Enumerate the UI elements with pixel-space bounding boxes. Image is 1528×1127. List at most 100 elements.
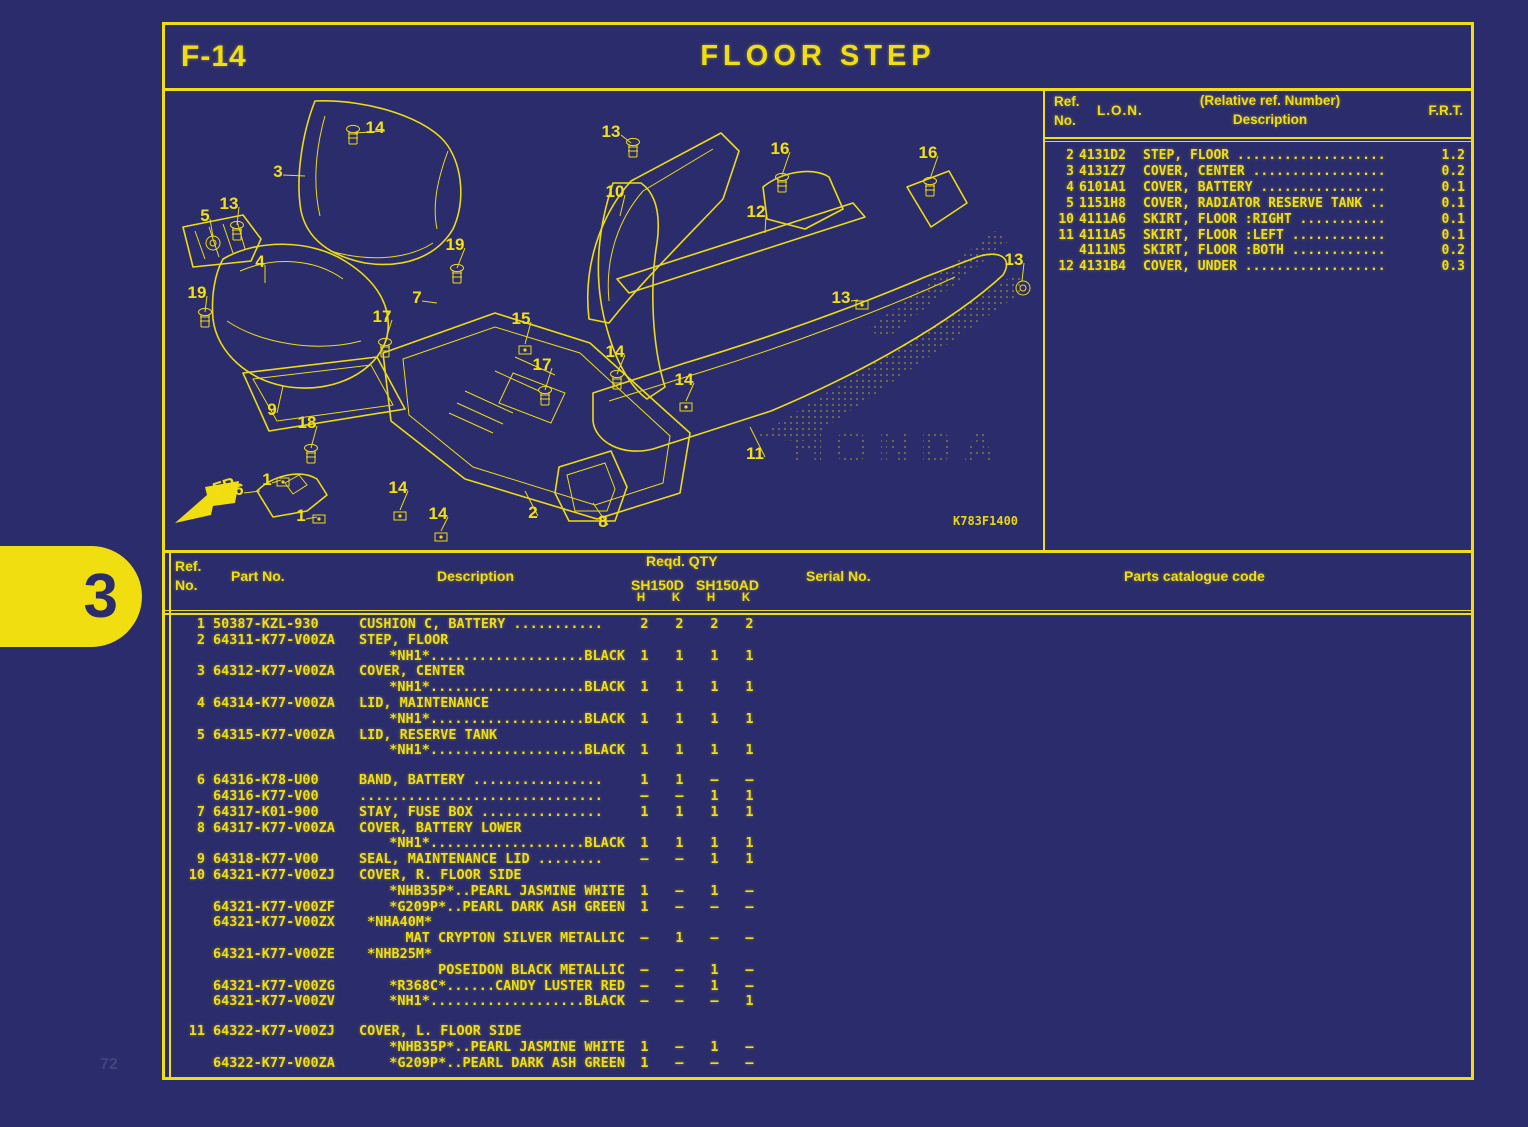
parts-col-model-sh150ad: SH150AD bbox=[696, 577, 760, 593]
parts-col-serial: Serial No. bbox=[806, 568, 871, 584]
callout-label: 13 bbox=[220, 194, 239, 213]
part-skirt-right bbox=[586, 132, 740, 324]
table-row: 64321-K77-V00ZF*G209P*..PEARL DARK ASH G… bbox=[213, 898, 754, 915]
callout-label: 10 bbox=[606, 182, 625, 201]
part-bracket-right bbox=[906, 170, 968, 228]
clip-icon bbox=[312, 514, 326, 524]
callout-label: 19 bbox=[446, 235, 465, 254]
part-trim-ring bbox=[242, 356, 406, 432]
part-stay-bracket bbox=[256, 473, 328, 518]
callout-label: 16 bbox=[919, 143, 938, 162]
diagram-svg: HONDA bbox=[175, 100, 1031, 542]
parts-col-hk: K bbox=[671, 592, 681, 604]
callout-label: 2 bbox=[528, 503, 537, 522]
part-cover-front bbox=[298, 100, 462, 266]
parts-col-model-sh150d: SH150D bbox=[631, 577, 684, 593]
page-title: FLOOR STEP bbox=[700, 40, 936, 72]
chapter-tab[interactable]: 3 bbox=[0, 546, 142, 647]
callout-label: 18 bbox=[298, 413, 317, 432]
table-row: 64321-K77-V00ZG*R368C*......CANDY LUSTER… bbox=[213, 977, 754, 994]
callout-label: 13 bbox=[832, 288, 851, 307]
frt-col-ref: Ref. bbox=[1054, 94, 1080, 109]
callout-label: 14 bbox=[606, 342, 625, 361]
parts-col-ref: Ref. bbox=[175, 558, 202, 574]
title-band: F-14 FLOOR STEP bbox=[165, 25, 1471, 91]
table-row: 64321-K77-V00ZV*NH1*...................B… bbox=[213, 993, 754, 1010]
parts-col-hk: H bbox=[706, 592, 716, 604]
table-row: 64316-K77-V00...........................… bbox=[213, 787, 754, 804]
parts-col-description: Description bbox=[437, 568, 515, 584]
callout-label: 17 bbox=[533, 355, 552, 374]
section-code: F-14 bbox=[181, 39, 247, 73]
part-outlines bbox=[182, 100, 1008, 522]
front-direction-arrow: FR. bbox=[175, 472, 242, 523]
frt-col-frt: F.R.T. bbox=[1428, 103, 1463, 118]
clip-icon bbox=[518, 345, 532, 355]
callout-label: 5 bbox=[200, 206, 209, 225]
callout-label: 7 bbox=[412, 288, 421, 307]
callout-label: 19 bbox=[188, 283, 207, 302]
parts-table: Ref. No. Part No. Description Reqd. QTY … bbox=[165, 550, 1471, 1077]
callout-label: 14 bbox=[366, 118, 385, 137]
frt-col-description: Description bbox=[1232, 112, 1308, 127]
table-row: 64322-K77-V00ZA*G209P*..PEARL DARK ASH G… bbox=[213, 1054, 754, 1071]
frt-reference-panel: Ref. No. L.O.N. (Relative ref. Number) D… bbox=[1043, 91, 1471, 550]
callout-label: 11 bbox=[746, 444, 764, 463]
callout-label: 14 bbox=[429, 504, 448, 523]
callout-label: 12 bbox=[747, 202, 766, 221]
middle-band: HONDA bbox=[165, 91, 1471, 550]
parts-col-reqd-qty: Reqd. QTY bbox=[646, 553, 718, 569]
frt-table-header: Ref. No. L.O.N. (Relative ref. Number) D… bbox=[1045, 91, 1471, 142]
table-row: 64321-K77-V00ZX *NHA40M* bbox=[213, 914, 433, 931]
callout-label: 4 bbox=[255, 252, 265, 271]
frt-col-relative: (Relative ref. Number) bbox=[1199, 93, 1341, 108]
callout-label: 13 bbox=[1005, 250, 1024, 269]
watermark-text: HONDA bbox=[791, 421, 1005, 473]
callout-label: 15 bbox=[512, 309, 531, 328]
frt-col-lon: L.O.N. bbox=[1097, 103, 1143, 118]
parts-col-hk: H bbox=[636, 592, 646, 604]
parts-col-part-no: Part No. bbox=[231, 568, 285, 584]
callout-label: 17 bbox=[373, 307, 392, 326]
honda-wing-watermark: HONDA bbox=[753, 231, 1027, 473]
catalog-page-frame: F-14 FLOOR STEP bbox=[162, 22, 1474, 1080]
callout-label: 8 bbox=[598, 512, 607, 531]
page-number: 72 bbox=[100, 1056, 118, 1073]
callout-label: 9 bbox=[267, 400, 276, 419]
callout-label: 1 bbox=[296, 506, 305, 525]
parts-table-header: Ref. No. Part No. Description Reqd. QTY … bbox=[165, 553, 1471, 615]
part-skirt-left bbox=[592, 253, 1008, 452]
part-cover-center bbox=[211, 243, 389, 389]
part-bracket-center bbox=[762, 170, 844, 230]
clip-icon bbox=[679, 402, 693, 412]
callout-label: 1 bbox=[262, 470, 271, 489]
part-lid-reserve-tank bbox=[182, 214, 262, 268]
clip-icon bbox=[393, 511, 407, 521]
table-row: POSEIDON BLACK METALLIC––1– bbox=[438, 961, 754, 978]
